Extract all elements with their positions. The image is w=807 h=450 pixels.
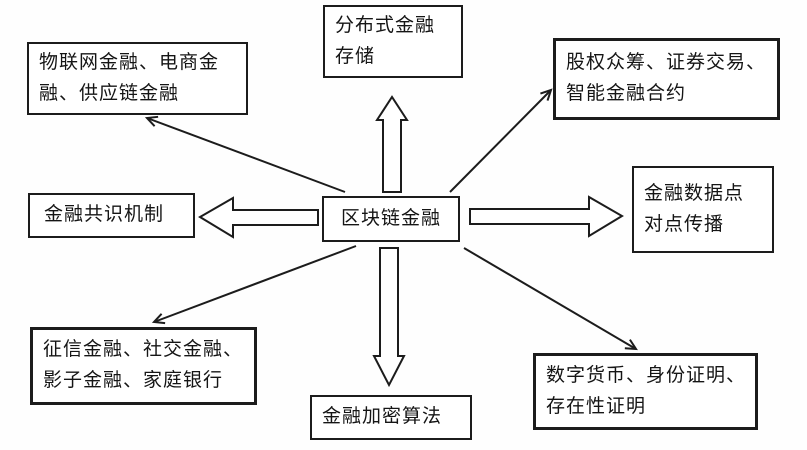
- node-digital-currency-identity-existence-proof: 数字货币、身份证明、 存在性证明: [533, 353, 758, 430]
- right-block-arrow: [469, 195, 624, 238]
- node-iot-ecommerce-supplychain-finance: 物联网金融、电商金 融、供应链金融: [27, 42, 248, 115]
- down-block-arrow: [372, 247, 406, 388]
- diagonal-arrow-to-top-left: [144, 115, 346, 193]
- up-block-arrow: [375, 95, 409, 193]
- node-blockchain-finance-center: 区块链金融: [322, 196, 460, 242]
- diagonal-arrow-to-top-right: [449, 88, 553, 193]
- node-financial-data-p2p-propagation: 金融数据点 对点传播: [632, 166, 774, 253]
- node-financial-consensus-mechanism: 金融共识机制: [28, 193, 195, 238]
- node-financial-encryption-algorithm: 金融加密算法: [310, 395, 472, 440]
- node-equity-crowdfunding-securities-smart-contracts: 股权众筹、证券交易、 智能金融合约: [553, 38, 780, 120]
- node-distributed-financial-storage: 分布式金融 存储: [323, 5, 463, 78]
- node-credit-social-shadow-home-banking: 征信金融、社交金融、 影子金融、家庭银行: [30, 327, 257, 405]
- diagonal-arrow-to-bottom-left: [151, 245, 357, 325]
- left-block-arrow: [198, 196, 319, 239]
- diagonal-arrow-to-bottom-right: [463, 247, 638, 351]
